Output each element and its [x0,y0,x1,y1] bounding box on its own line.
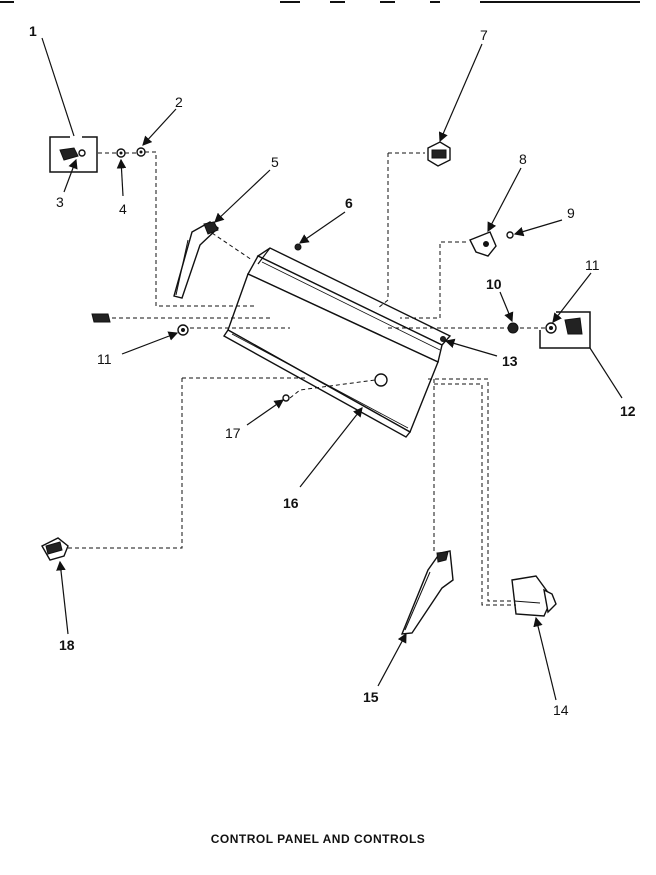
callout-7: 7 [480,27,488,43]
leader-lines [41,37,623,701]
callout-1: 1 [29,23,37,39]
callout-13: 13 [502,353,518,369]
callout-labels: 1 2 3 4 5 6 7 8 9 10 11 11 12 13 14 15 1… [29,23,636,718]
end-trim-right [400,550,454,635]
callout-18: 18 [59,637,75,653]
callout-16: 16 [283,495,299,511]
part-box-12 [539,311,591,349]
callout-14: 14 [553,702,569,718]
assembly-lines [68,151,546,606]
callout-11-left: 11 [97,351,112,367]
callout-12: 12 [620,403,636,419]
callout-5: 5 [271,154,279,170]
callout-8: 8 [519,151,527,167]
callout-4: 4 [119,201,127,217]
control-panel [222,247,452,438]
end-trim-left [173,221,220,299]
callout-2: 2 [175,94,183,110]
diagram-caption: CONTROL PANEL AND CONTROLS [210,832,426,846]
callout-10: 10 [486,276,502,292]
small-hardware [41,141,557,617]
callout-15: 15 [363,689,379,705]
part-box-1 [49,136,98,173]
callout-6: 6 [345,195,353,211]
callout-9: 9 [567,205,575,221]
callout-17: 17 [225,425,241,441]
callout-3: 3 [56,194,64,210]
callout-11-right: 11 [585,257,600,273]
